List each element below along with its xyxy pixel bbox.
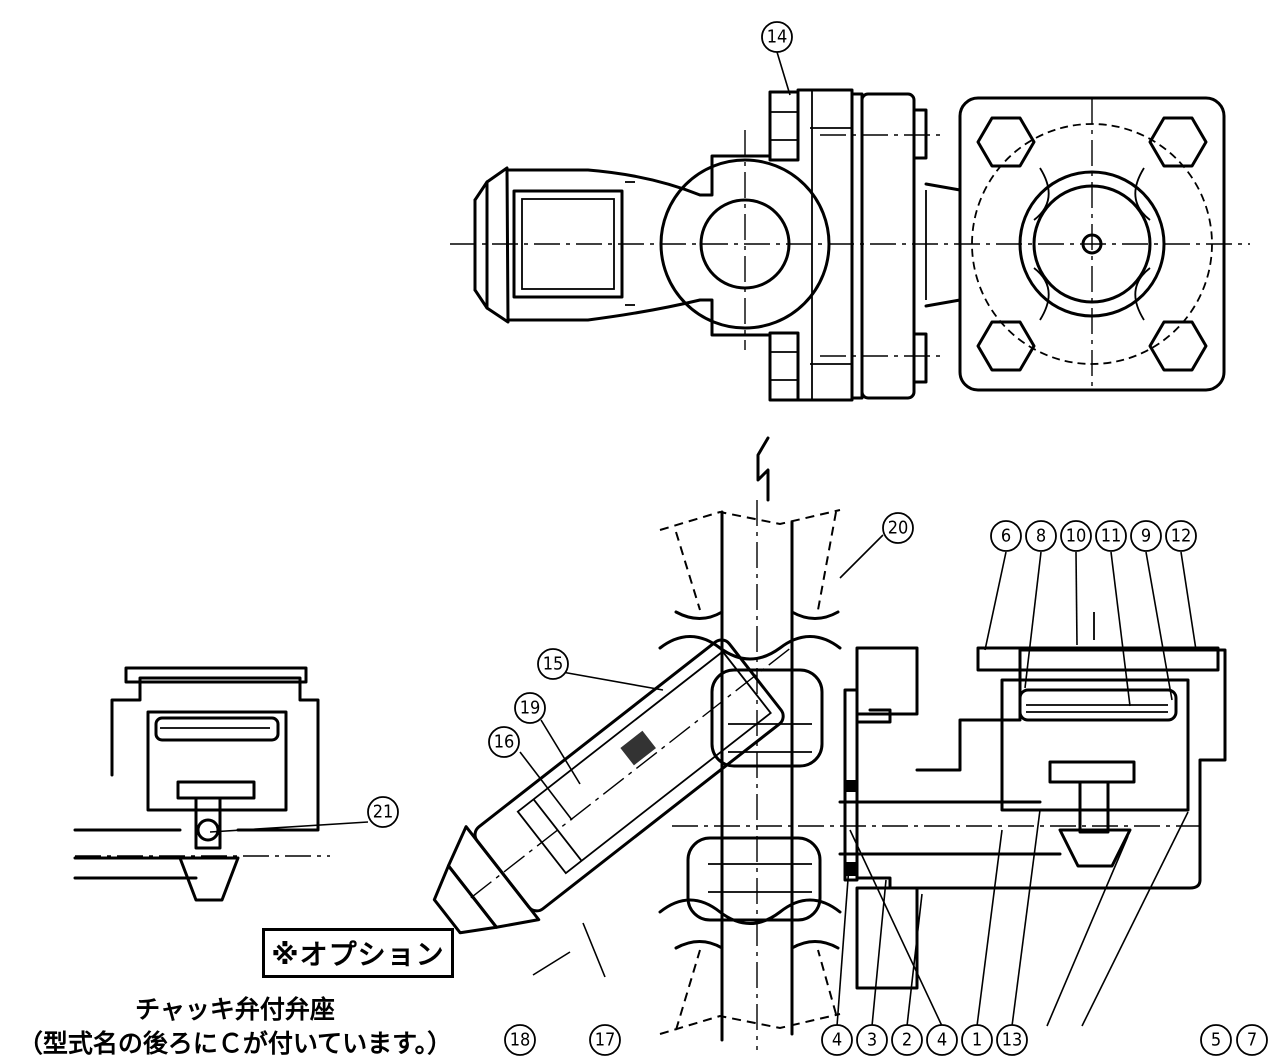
svg-text:16: 16 xyxy=(494,732,515,753)
balloon-11: 11 xyxy=(1095,520,1127,552)
svg-text:3: 3 xyxy=(867,1030,877,1051)
svg-text:8: 8 xyxy=(1036,526,1046,547)
balloon-1: 1 xyxy=(961,1024,993,1056)
option-label-box: ※オプション xyxy=(262,928,454,978)
balloon-8: 8 xyxy=(1025,520,1057,552)
balloon-20: 20 xyxy=(882,512,914,544)
balloon-21: 21 xyxy=(367,796,399,828)
balloon-17: 17 xyxy=(589,1024,621,1056)
balloon-13: 13 xyxy=(996,1024,1028,1056)
section-mark xyxy=(756,436,770,502)
svg-text:15: 15 xyxy=(543,654,564,675)
svg-text:20: 20 xyxy=(888,518,909,539)
svg-text:5: 5 xyxy=(1211,1030,1221,1051)
svg-text:4: 4 xyxy=(832,1030,842,1051)
balloon-6: 6 xyxy=(990,520,1022,552)
balloon-12: 12 xyxy=(1165,520,1197,552)
top-view xyxy=(450,88,1250,402)
section-view xyxy=(432,51,1227,1050)
caption-title: チャッキ弁付弁座 xyxy=(135,995,335,1024)
svg-text:1: 1 xyxy=(972,1030,982,1051)
svg-text:13: 13 xyxy=(1002,1030,1023,1051)
balloon-7: 7 xyxy=(1236,1024,1268,1056)
svg-text:14: 14 xyxy=(767,27,788,48)
balloon-14: 14 xyxy=(761,21,793,53)
svg-text:11: 11 xyxy=(1101,526,1122,547)
balloon-4-left: 4 xyxy=(821,1024,853,1056)
balloon-9: 9 xyxy=(1130,520,1162,552)
balloon-16: 16 xyxy=(488,726,520,758)
balloon-19: 19 xyxy=(514,692,546,724)
svg-text:10: 10 xyxy=(1066,526,1087,547)
balloon-15: 15 xyxy=(537,648,569,680)
svg-text:6: 6 xyxy=(1001,526,1011,547)
svg-text:19: 19 xyxy=(520,698,541,719)
balloon-18: 18 xyxy=(504,1024,536,1056)
svg-text:2: 2 xyxy=(902,1030,912,1051)
balloon-10: 10 xyxy=(1060,520,1092,552)
balloon-3: 3 xyxy=(856,1024,888,1056)
svg-text:7: 7 xyxy=(1247,1030,1257,1051)
balloon-2: 2 xyxy=(891,1024,923,1056)
option-label: ※オプション xyxy=(271,938,445,971)
option-detail xyxy=(73,666,369,902)
svg-text:18: 18 xyxy=(510,1030,531,1051)
svg-text:9: 9 xyxy=(1141,526,1151,547)
svg-text:21: 21 xyxy=(373,802,394,823)
balloon-5: 5 xyxy=(1200,1024,1232,1056)
svg-text:12: 12 xyxy=(1171,526,1192,547)
svg-text:17: 17 xyxy=(595,1030,616,1051)
caption-note: （型式名の後ろにＣが付いています。） xyxy=(17,1029,453,1058)
svg-text:4: 4 xyxy=(937,1030,947,1051)
balloon-4-right: 4 xyxy=(926,1024,958,1056)
